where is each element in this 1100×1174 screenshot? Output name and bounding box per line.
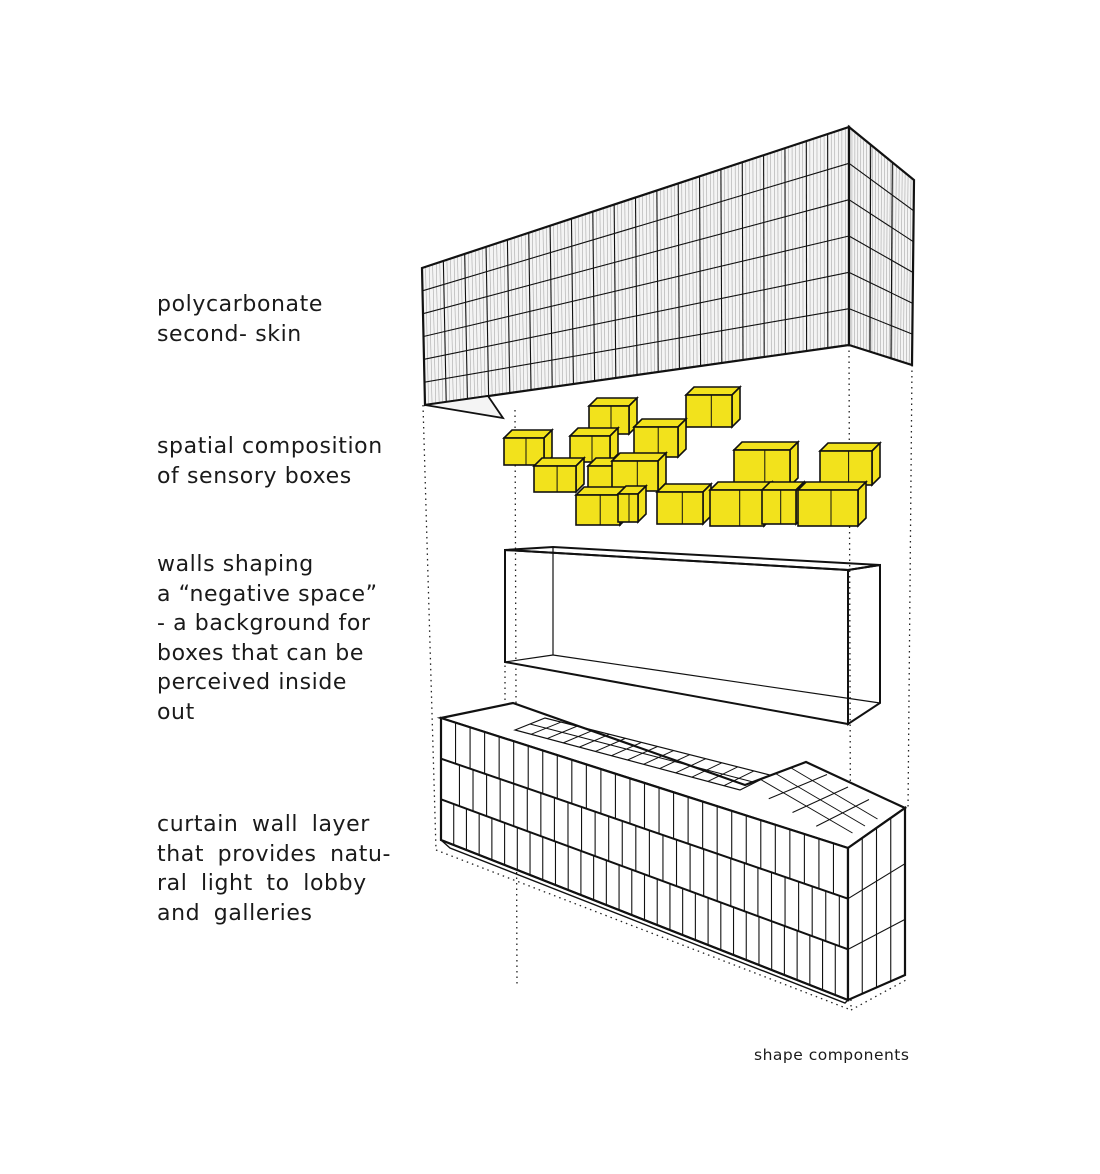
- sensory-box: [610, 451, 668, 493]
- skylight-transom: [707, 766, 739, 782]
- box-top: [684, 386, 742, 396]
- sensory-box: [502, 428, 554, 467]
- label-line: curtain wall layer: [157, 812, 370, 837]
- skylight-transom: [546, 725, 578, 740]
- wedge-transom: [816, 799, 870, 827]
- curtain-wall-label: curtain wall layer that provides natu-ral…: [157, 810, 391, 928]
- label-line: of sensory boxes: [157, 463, 352, 489]
- curtain-side-transom: [847, 918, 906, 950]
- label-line: ral light to lobby: [157, 871, 367, 896]
- skylight-transom: [691, 762, 723, 778]
- box-top: [732, 441, 800, 451]
- wedge-transom: [768, 774, 828, 800]
- box-side: [677, 417, 687, 459]
- label-line: a “negative space”: [157, 581, 378, 607]
- label-line: out: [157, 699, 195, 725]
- box-front: [503, 437, 545, 466]
- skin-side-transom: [848, 308, 913, 335]
- curtain-wall-layer: [436, 701, 908, 1004]
- box-top: [610, 452, 668, 462]
- box-front: [533, 465, 577, 493]
- sensory-box: [568, 426, 620, 464]
- label-line: boxes that can be: [157, 640, 364, 666]
- label-line: second- skin: [157, 321, 302, 347]
- skylight-transom: [530, 721, 562, 735]
- skylight-transom: [611, 741, 642, 757]
- skin-side-transom: [848, 271, 913, 304]
- skylight-transom: [563, 729, 594, 744]
- sensory-box: [632, 417, 688, 459]
- box-front: [656, 491, 704, 525]
- skylight-transom: [643, 750, 674, 765]
- box-front: [819, 450, 873, 486]
- sensory-box: [732, 440, 800, 488]
- walls-negative-space: [504, 545, 881, 726]
- skin-side-transom: [848, 199, 914, 243]
- roof-skylight: [513, 717, 772, 791]
- box-front: [633, 426, 679, 458]
- sensory-box: [532, 456, 586, 494]
- label-line: perceived inside: [157, 670, 348, 695]
- diagram-caption: shape components: [754, 1046, 910, 1064]
- skylight-transom: [595, 737, 626, 752]
- box-top: [818, 442, 882, 452]
- box-front: [761, 489, 797, 525]
- box-side: [789, 440, 799, 488]
- skin-side-outline: [847, 124, 916, 367]
- sensory-box: [818, 441, 882, 487]
- polycarbonate-skin: [420, 124, 916, 420]
- skylight-transom: [659, 754, 690, 770]
- label-line: walls shaping: [157, 552, 314, 577]
- box-side: [857, 480, 867, 528]
- sensory-boxes-label: spatial composition of sensory boxes: [157, 432, 383, 491]
- sensory-boxes: [502, 385, 882, 528]
- label-line: and galleries: [157, 900, 313, 926]
- box-front: [797, 489, 859, 527]
- sensory-box: [616, 484, 648, 524]
- curtain-band-line: [440, 757, 849, 900]
- curtain-side-transom: [847, 863, 906, 900]
- box-side: [731, 385, 741, 429]
- skin-front-transom: [422, 162, 850, 292]
- label-line: - a background for: [157, 611, 371, 636]
- skin-side-transom: [848, 162, 914, 212]
- label-line: polycarbonate: [157, 292, 323, 317]
- walls-label: walls shaping a “negative space” - a backg…: [157, 550, 378, 727]
- box-front: [733, 449, 791, 487]
- skylight-transom: [627, 746, 658, 761]
- sensory-box: [684, 385, 742, 429]
- box-top: [655, 483, 713, 493]
- curtain-base: [440, 839, 850, 1004]
- skin-front-transom: [424, 308, 850, 383]
- box-side: [871, 441, 881, 487]
- polycarbonate-skin-label: polycarbonate second- skin: [157, 290, 323, 349]
- sensory-box: [796, 480, 868, 528]
- box-front: [617, 493, 639, 523]
- skylight-transom: [723, 770, 755, 787]
- skin-front-transom: [423, 271, 850, 360]
- box-top: [796, 481, 868, 491]
- label-line: that provides natu-: [157, 841, 392, 867]
- skylight-transom: [675, 758, 706, 774]
- skin-side-transom: [848, 235, 914, 273]
- label-line: spatial composition: [157, 434, 383, 459]
- skin-fold-tab: [424, 395, 505, 420]
- box-front: [709, 489, 765, 527]
- box-front: [575, 494, 621, 526]
- sensory-box: [655, 482, 713, 526]
- skin-side-face: [849, 127, 914, 365]
- box-front: [685, 394, 733, 428]
- wedge-transom: [792, 786, 849, 813]
- skylight-transom: [579, 733, 610, 748]
- skin-front-transom: [422, 199, 850, 315]
- skin-front-transom: [423, 235, 850, 338]
